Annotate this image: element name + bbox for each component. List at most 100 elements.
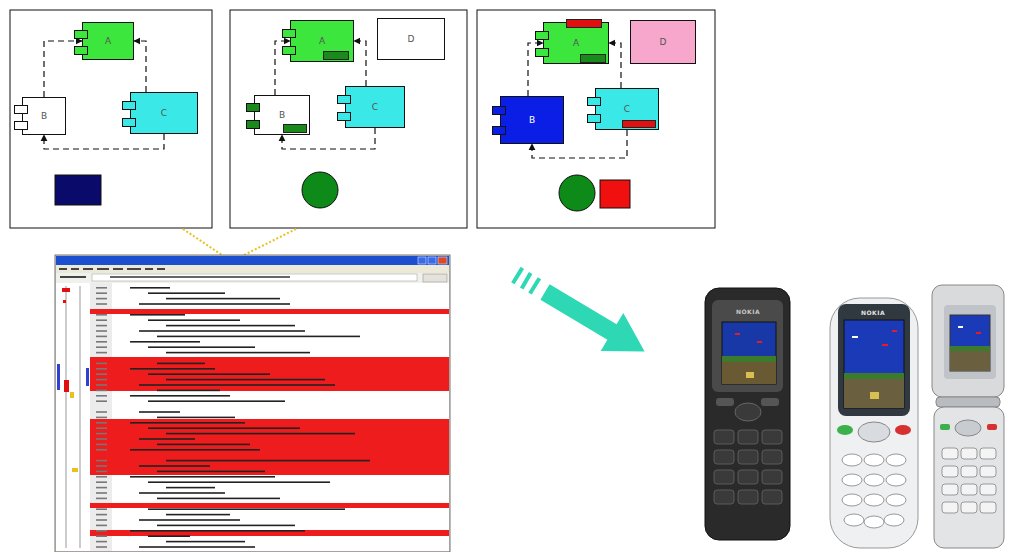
overview-rule — [80, 286, 81, 548]
line-number-mark — [96, 330, 107, 332]
line-gutter — [90, 283, 112, 551]
code-line-mark — [139, 492, 225, 494]
component-box: B — [500, 96, 564, 144]
port-symbol — [122, 118, 136, 127]
overview-mark — [86, 368, 89, 386]
port-symbol — [492, 126, 506, 135]
line-number-mark — [96, 373, 107, 375]
code-line-mark — [139, 411, 180, 413]
code-line-mark — [166, 514, 230, 516]
overview-mark — [64, 380, 69, 392]
line-number-mark — [96, 433, 107, 435]
code-line-mark — [130, 287, 170, 289]
code-line-mark — [130, 422, 245, 424]
brand-label: NOKIA — [861, 310, 885, 316]
menu-marks — [59, 268, 165, 270]
line-number-mark — [96, 471, 107, 473]
line-number-mark — [96, 508, 107, 510]
port-symbol — [122, 101, 136, 110]
state-square — [55, 175, 101, 205]
code-line-mark — [148, 400, 285, 402]
code-line-mark — [166, 298, 280, 300]
code-line-mark — [139, 465, 210, 467]
menu-bar — [56, 265, 449, 273]
line-number-mark — [96, 417, 107, 419]
code-line-mark — [139, 546, 255, 548]
port-symbol — [337, 112, 351, 121]
state-circle — [559, 175, 595, 211]
component-box: C — [345, 86, 405, 128]
port-symbol — [282, 29, 296, 38]
code-line-mark — [166, 460, 370, 462]
code-line-mark — [130, 395, 230, 397]
overview-mark — [63, 300, 66, 303]
overview-mark — [57, 364, 60, 390]
dependency-connector — [609, 43, 621, 88]
port-symbol — [492, 106, 506, 115]
port-symbol — [74, 30, 88, 39]
code-line-mark — [148, 481, 330, 483]
overview-mark — [70, 392, 74, 398]
code-line-mark — [130, 530, 305, 532]
code-line-mark — [148, 292, 225, 294]
line-number-mark — [96, 390, 107, 392]
line-number-mark — [96, 514, 107, 516]
component-box: D — [630, 20, 696, 64]
line-number-mark — [96, 346, 107, 348]
component-label: A — [573, 39, 579, 48]
line-number-mark — [96, 541, 107, 543]
panel-frame — [230, 10, 467, 228]
code-line-mark — [148, 535, 190, 537]
code-line-mark — [157, 525, 295, 527]
tool-button — [423, 274, 447, 282]
code-line-mark — [130, 449, 260, 451]
line-number-mark — [96, 319, 107, 321]
line-number-mark — [96, 465, 107, 467]
component-box: D — [377, 18, 445, 60]
line-number-mark — [96, 530, 107, 532]
code-line-mark — [148, 427, 300, 429]
code-line-mark — [157, 390, 220, 392]
line-number-mark — [96, 363, 107, 365]
line-number-mark — [96, 303, 107, 305]
overview-pane — [56, 283, 90, 551]
component-label: C — [372, 103, 378, 112]
line-number-mark — [96, 487, 107, 489]
dependency-connector — [134, 41, 146, 92]
code-line-mark — [166, 325, 295, 327]
line-number-mark — [96, 341, 107, 343]
line-number-mark — [96, 298, 107, 300]
component-box: B — [22, 97, 66, 135]
line-number-mark — [96, 498, 107, 500]
code-line-mark — [130, 314, 185, 316]
port-symbol — [246, 103, 260, 112]
tool-bar — [56, 273, 449, 283]
line-number-mark — [96, 481, 107, 483]
code-line-mark — [130, 368, 215, 370]
line-number-mark — [96, 314, 107, 316]
component-box: C — [130, 92, 198, 134]
line-number-mark — [96, 352, 107, 354]
code-area — [112, 283, 449, 551]
port-symbol — [282, 46, 296, 55]
component-box: A — [82, 22, 134, 60]
line-number-mark — [96, 292, 107, 294]
component-label: C — [161, 109, 167, 118]
overview-mark — [62, 288, 70, 292]
component-box: A — [543, 22, 609, 64]
port-symbol — [14, 121, 28, 130]
panel-frame — [10, 10, 212, 228]
port-symbol — [14, 105, 28, 114]
line-number-mark — [96, 325, 107, 327]
line-number-mark — [96, 492, 107, 494]
path-field — [92, 274, 417, 281]
line-number-mark — [96, 384, 107, 386]
code-line-mark — [166, 433, 355, 435]
line-number-mark — [96, 438, 107, 440]
line-number-mark — [96, 460, 107, 462]
code-line-mark — [157, 471, 265, 473]
code-line-mark — [157, 363, 205, 365]
line-number-mark — [96, 444, 107, 446]
